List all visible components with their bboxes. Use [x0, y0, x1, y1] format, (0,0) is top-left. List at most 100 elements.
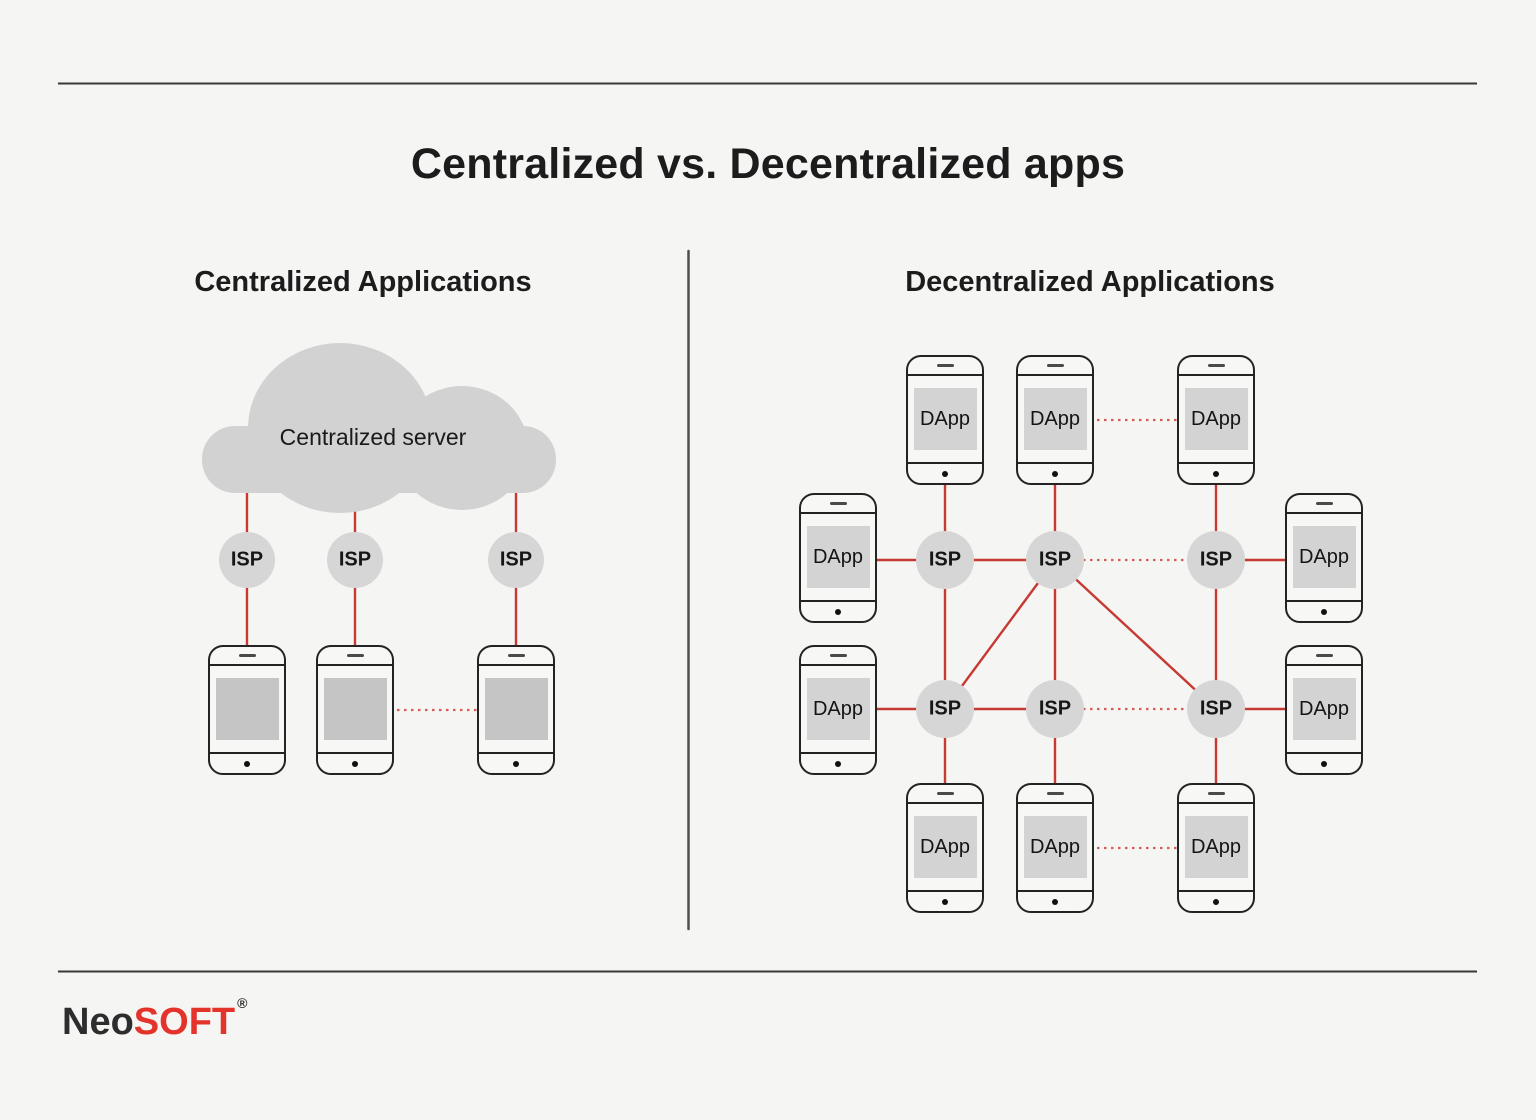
isp-node-label: ISP	[928, 697, 962, 720]
dapp-label: DApp	[1298, 697, 1350, 720]
phone-screen	[479, 666, 553, 752]
phone-screen: DApp	[801, 514, 875, 600]
dapp-app-screen: DApp	[806, 526, 870, 588]
home-button-icon	[1321, 608, 1327, 615]
dapp-smartphone: DApp	[1177, 355, 1255, 485]
phone-screen: DApp	[1018, 804, 1092, 890]
home-button-icon	[1052, 470, 1058, 477]
phone-screen: DApp	[1287, 514, 1361, 600]
isp-node-label: ISP	[1038, 697, 1072, 720]
phone-screen: DApp	[1179, 804, 1253, 890]
home-button-icon	[1213, 470, 1219, 477]
smartphone	[316, 645, 394, 775]
dapp-label: DApp	[1029, 407, 1081, 430]
phone-speaker	[1287, 647, 1361, 666]
home-button-icon	[1213, 898, 1219, 905]
speaker-slot-icon	[829, 654, 847, 657]
home-button-icon	[835, 760, 841, 767]
dapp-app-screen: DApp	[1184, 816, 1248, 878]
dapp-app-screen: DApp	[1023, 816, 1087, 878]
dapp-smartphone: DApp	[1285, 493, 1363, 623]
isp-node-label: ISP	[1199, 548, 1233, 571]
speaker-slot-icon	[1046, 364, 1064, 367]
isp-node-label: ISP	[928, 548, 962, 571]
dapp-smartphone: DApp	[1285, 645, 1363, 775]
phone-home-bar	[908, 462, 982, 483]
phone-home-bar	[801, 600, 875, 621]
isp-node-label: ISP	[499, 548, 533, 571]
phone-home-bar	[1018, 890, 1092, 911]
phone-home-bar	[1018, 462, 1092, 483]
speaker-slot-icon	[1315, 654, 1333, 657]
speaker-slot-icon	[1315, 502, 1333, 505]
dapp-label: DApp	[919, 407, 971, 430]
phone-speaker	[318, 647, 392, 666]
phone-home-bar	[1287, 752, 1361, 773]
phone-speaker	[801, 495, 875, 514]
isp-node-label: ISP	[230, 548, 264, 571]
app-screen	[323, 678, 387, 740]
phone-speaker	[801, 647, 875, 666]
dapp-label: DApp	[1298, 545, 1350, 568]
phone-home-bar	[908, 890, 982, 911]
decentralized-section-heading: Decentralized Applications	[905, 266, 1275, 298]
dapp-smartphone: DApp	[799, 493, 877, 623]
cloud-shape	[202, 343, 556, 513]
home-button-icon	[244, 760, 250, 767]
centralized-section-heading: Centralized Applications	[194, 266, 532, 298]
speaker-slot-icon	[936, 364, 954, 367]
phone-home-bar	[1179, 462, 1253, 483]
phone-screen	[318, 666, 392, 752]
phone-screen: DApp	[908, 804, 982, 890]
speaker-slot-icon	[1207, 364, 1225, 367]
phone-screen: DApp	[1179, 376, 1253, 462]
dapp-smartphone: DApp	[906, 355, 984, 485]
isp-node-label: ISP	[338, 548, 372, 571]
home-button-icon	[942, 470, 948, 477]
dapp-app-screen: DApp	[913, 388, 977, 450]
isp-nodes	[219, 531, 1245, 738]
dapp-label: DApp	[812, 545, 864, 568]
home-button-icon	[1052, 898, 1058, 905]
speaker-slot-icon	[936, 792, 954, 795]
dapp-label: DApp	[919, 835, 971, 858]
phone-speaker	[1287, 495, 1361, 514]
page-title: Centralized vs. Decentralized apps	[410, 140, 1126, 188]
dapp-label: DApp	[1190, 835, 1242, 858]
speaker-slot-icon	[829, 502, 847, 505]
speaker-slot-icon	[346, 654, 364, 657]
dapp-app-screen: DApp	[1023, 388, 1087, 450]
brand-logo-soft: SOFT	[133, 1001, 236, 1043]
dapp-label: DApp	[812, 697, 864, 720]
home-button-icon	[513, 760, 519, 767]
speaker-slot-icon	[1207, 792, 1225, 795]
phone-speaker	[1018, 785, 1092, 804]
dapp-smartphone: DApp	[1177, 783, 1255, 913]
phone-home-bar	[1287, 600, 1361, 621]
home-button-icon	[352, 760, 358, 767]
phone-screen: DApp	[801, 666, 875, 752]
phone-speaker	[479, 647, 553, 666]
dapp-app-screen: DApp	[1292, 678, 1356, 740]
centralized-server-label: Centralized server	[279, 424, 467, 450]
phone-home-bar	[1179, 890, 1253, 911]
phone-home-bar	[801, 752, 875, 773]
speaker-slot-icon	[1046, 792, 1064, 795]
isp-node-label: ISP	[1038, 548, 1072, 571]
phone-home-bar	[210, 752, 284, 773]
phone-speaker	[908, 785, 982, 804]
app-screen	[484, 678, 548, 740]
dapp-smartphone: DApp	[906, 783, 984, 913]
phone-speaker	[908, 357, 982, 376]
phone-screen: DApp	[1018, 376, 1092, 462]
home-button-icon	[835, 608, 841, 615]
phone-speaker	[1179, 785, 1253, 804]
home-button-icon	[1321, 760, 1327, 767]
speaker-slot-icon	[238, 654, 256, 657]
app-screen	[215, 678, 279, 740]
registered-trademark-icon: ®	[237, 995, 248, 1011]
phone-speaker	[210, 647, 284, 666]
phone-speaker	[1179, 357, 1253, 376]
phone-home-bar	[318, 752, 392, 773]
